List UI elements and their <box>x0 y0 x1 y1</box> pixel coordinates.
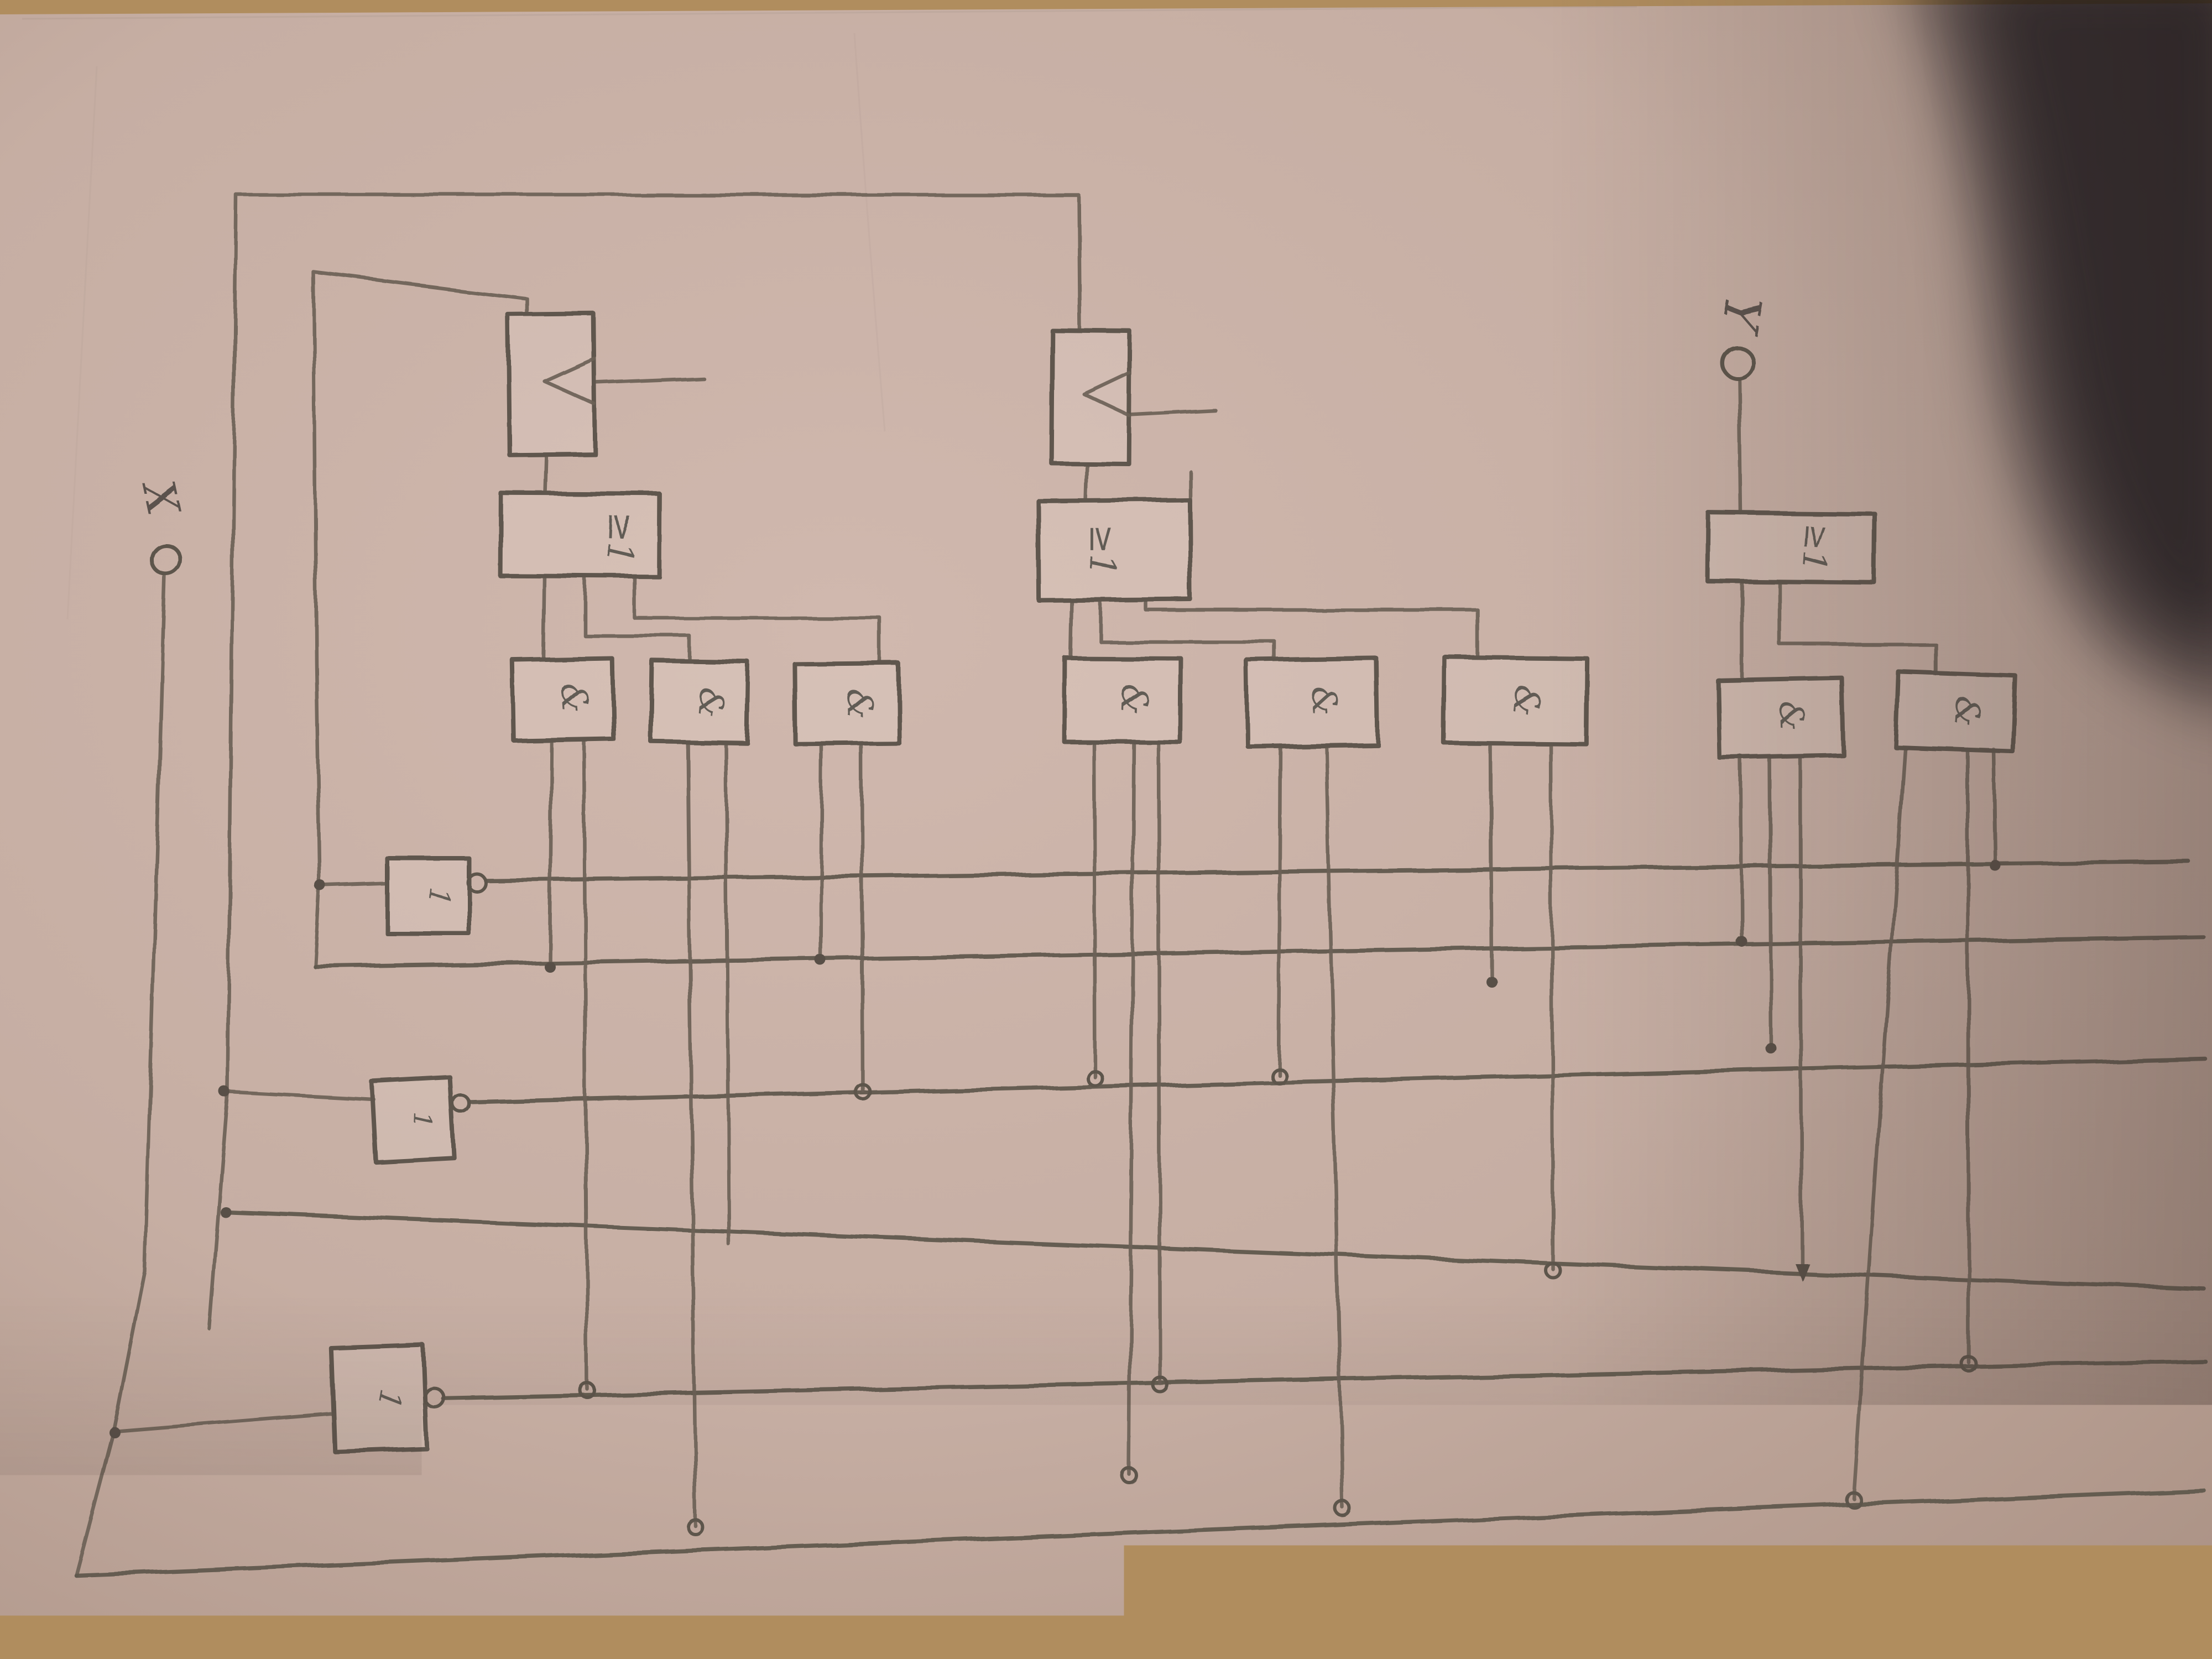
circuit-sketch-canvas: ≥1≥1≥1&&&&&&&&111XY <box>0 0 2212 1659</box>
photo-of-circuit-sketch: ≥1≥1≥1&&&&&&&&111XY <box>0 0 2212 1659</box>
bottom-shading <box>0 0 2212 1659</box>
